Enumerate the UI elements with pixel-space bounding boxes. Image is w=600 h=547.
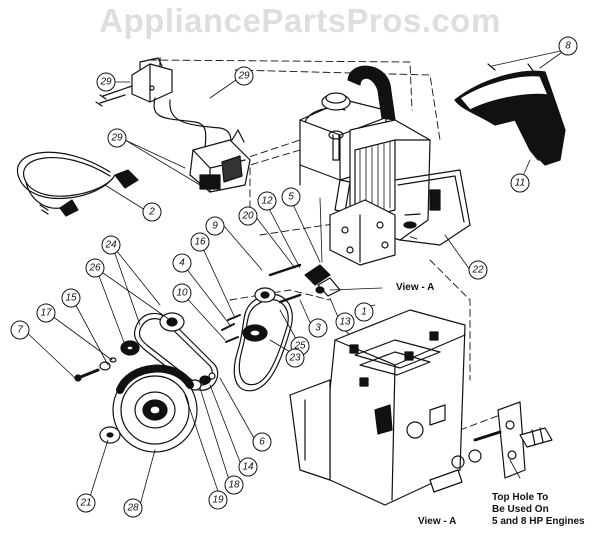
view-a-bracket (429, 401, 553, 493)
pulley-shroud (454, 63, 566, 166)
callout-number: 29 (99, 77, 112, 88)
callout-number: 8 (565, 41, 571, 52)
callout-number: 16 (194, 237, 206, 248)
hardware (74, 263, 341, 391)
callout-number: 17 (40, 308, 52, 319)
starter-motor (189, 129, 251, 193)
callout-number: 5 (288, 192, 294, 203)
callout-number: 24 (104, 240, 117, 251)
callout-number: 10 (176, 288, 188, 299)
callout-circles (10, 36, 578, 518)
callout-number: 21 (79, 498, 91, 509)
callout-number: 25 (293, 341, 306, 352)
callout-number: 29 (110, 133, 123, 144)
callout-number: 28 (126, 503, 139, 514)
callout-number: 4 (179, 258, 185, 269)
callout-number: 12 (261, 196, 273, 207)
idler-pulley-upper (254, 287, 276, 303)
callout-number: 22 (471, 265, 484, 276)
callout-number: 18 (228, 480, 240, 491)
callout-number: 23 (288, 353, 301, 364)
note-line-1: Top Hole To (492, 492, 549, 503)
callout-number: 2 (148, 207, 155, 218)
switch-wire (153, 97, 207, 151)
callout-number: 19 (212, 495, 224, 506)
callout-number: 13 (339, 317, 351, 328)
view-a-label-bottom: View - A (418, 516, 457, 527)
engine-note: Top Hole To Be Used On 5 and 8 HP Engine… (492, 492, 592, 528)
callout-number: 15 (65, 293, 77, 304)
callout-number: 1 (361, 307, 367, 318)
callout-number: 9 (212, 221, 218, 232)
callout-number: 20 (241, 211, 254, 222)
auger-pulley (99, 364, 198, 453)
callout-number: 26 (88, 263, 101, 274)
engine-base (329, 199, 396, 266)
drive-belt (233, 293, 293, 392)
note-line-2: Be Used On (492, 504, 549, 515)
callout-number: 6 (259, 437, 265, 448)
callout-number: 29 (237, 71, 250, 82)
note-line-3: 5 and 8 HP Engines (492, 516, 585, 527)
engine-pulley (242, 324, 268, 342)
extension-cord (17, 151, 139, 217)
view-a-label-top: View - A (396, 282, 435, 293)
callout-number: 3 (315, 323, 321, 334)
mounting-frame (289, 309, 466, 506)
callout-number: 14 (242, 462, 254, 473)
callout-number: 11 (515, 178, 525, 189)
callout-number: 7 (17, 325, 23, 336)
switch-box (95, 57, 173, 107)
watermark-text: AppliancePartsPros.com (99, 2, 501, 39)
